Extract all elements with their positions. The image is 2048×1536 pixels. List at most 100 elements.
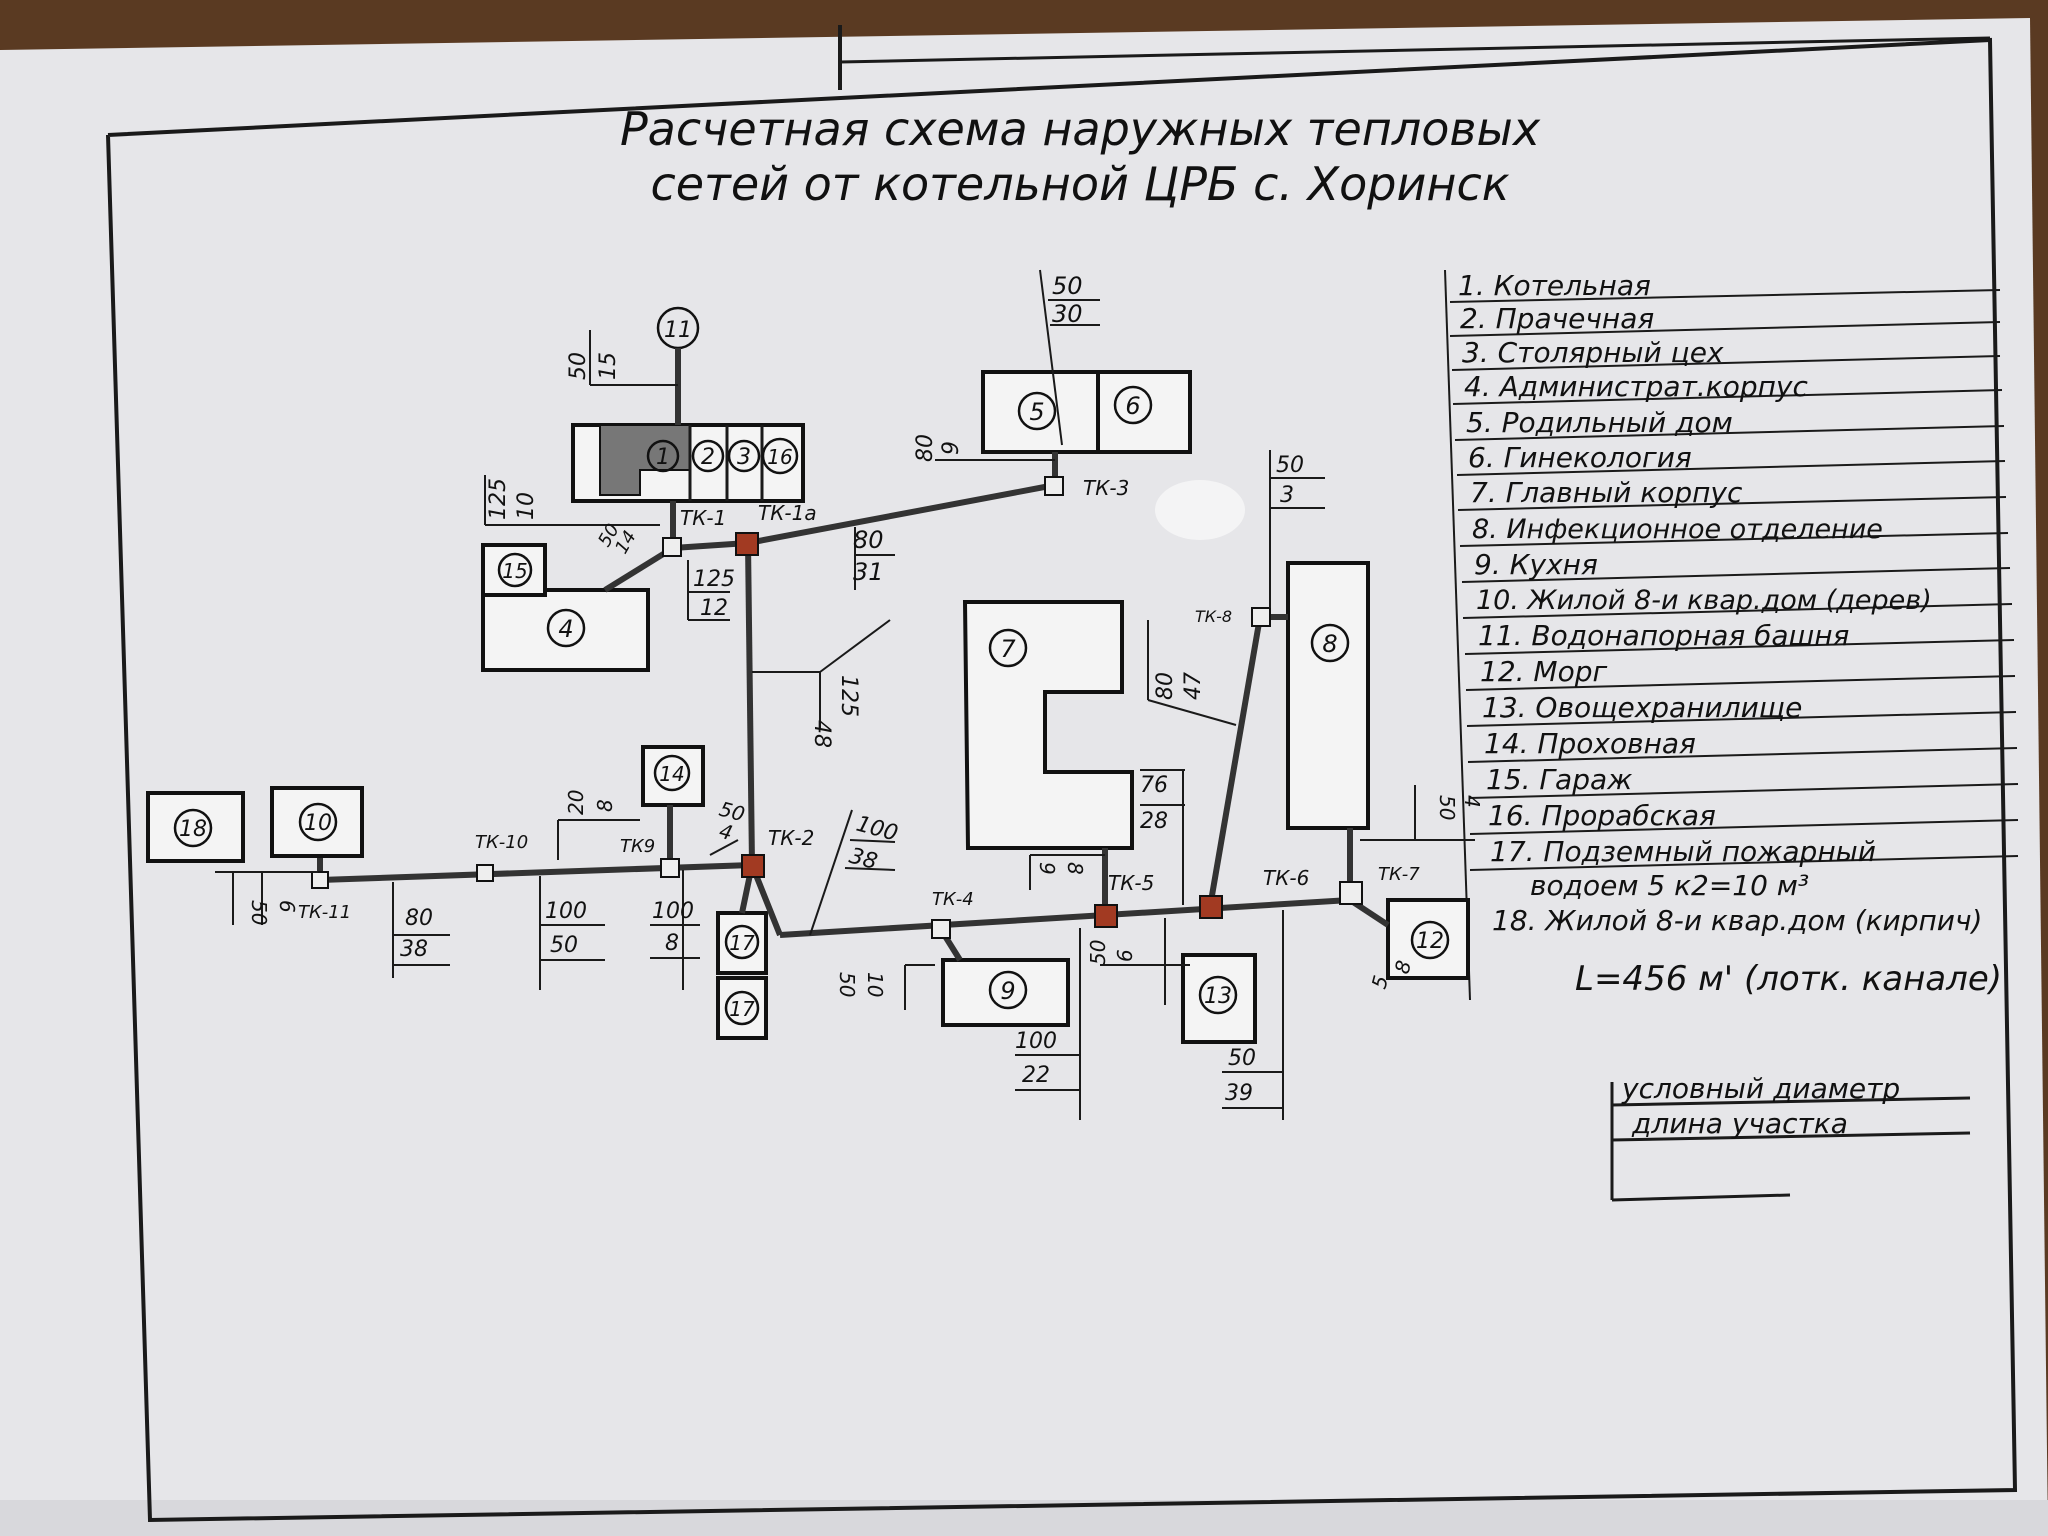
seg-56b-diameter: 50 xyxy=(1228,1046,1256,1071)
legend-item-4: 4. Администрат.корпус xyxy=(1464,370,1808,403)
seg-11-diameter: 50 xyxy=(566,352,591,380)
seg-56b-length: 39 xyxy=(1225,1081,1253,1106)
chamber-label-tk11: ТК-11 xyxy=(298,902,351,923)
label-b1: 1 xyxy=(656,445,670,470)
seg-5-diameter: 80 xyxy=(913,434,938,462)
seg-5-length: 9 xyxy=(939,441,964,455)
seg-92-length: 8 xyxy=(665,931,679,956)
label-b15: 15 xyxy=(502,559,527,583)
seg-8a-length: 3 xyxy=(1280,483,1294,508)
legend-item-18: 18. Жилой 8-и квар.дом (кирпич) xyxy=(1492,904,1982,937)
dimension-key: условный диаметр длина участка xyxy=(1610,1072,1971,1202)
label-b10: 10 xyxy=(304,811,332,836)
label-b14: 14 xyxy=(659,762,684,786)
chamber-tk6 xyxy=(1199,895,1223,919)
seg-910-length: 50 xyxy=(550,933,578,958)
chamber-label-tk10: ТК-10 xyxy=(475,832,528,853)
chamber-tk2 xyxy=(741,854,765,878)
chamber-label-tk1a: ТК-1а xyxy=(758,501,817,525)
chamber-tk1a xyxy=(735,532,759,556)
label-b18: 18 xyxy=(179,817,207,842)
legend-item-1: 1. Котельная xyxy=(1458,269,1651,302)
legend-item-5: 5. Родильный дом xyxy=(1466,406,1733,439)
chamber-tk11 xyxy=(311,871,329,889)
seg-14-length: 8 xyxy=(593,799,617,812)
legend-item-3: 3. Столярный цех xyxy=(1462,336,1724,369)
seg-14-diameter: 20 xyxy=(564,790,588,815)
label-b4: 4 xyxy=(558,615,573,643)
seg-1011-diameter: 80 xyxy=(405,906,433,931)
building-12 xyxy=(1386,898,1470,980)
legend-item-6: 6. Гинекология xyxy=(1468,441,1692,474)
chamber-label-tk4: ТК-4 xyxy=(932,889,974,910)
seg-56-length: 30 xyxy=(1052,300,1083,328)
chamber-tk10 xyxy=(476,864,494,882)
building-10 xyxy=(270,786,364,858)
key-diameter-label: условный диаметр xyxy=(1621,1072,1900,1105)
seg-4-diameter: 125 xyxy=(486,478,511,520)
chamber-tk7 xyxy=(1339,881,1363,905)
chamber-label-tk3: ТК-3 xyxy=(1083,476,1129,500)
chamber-tk8 xyxy=(1251,607,1271,627)
title-line-1: Расчетная схема наружных тепловых xyxy=(620,102,1541,156)
seg-1011-length: 38 xyxy=(400,937,428,962)
legend-item-13: 13. Овощехранилище xyxy=(1482,691,1802,724)
paper-edge xyxy=(0,1500,2048,1536)
label-b9: 9 xyxy=(1000,977,1015,1005)
building-18 xyxy=(146,791,245,863)
label-b2: 2 xyxy=(701,445,715,470)
legend-item-17: 17. Подземный пожарный xyxy=(1490,835,1876,868)
building-4 xyxy=(481,588,650,672)
paint-smudge xyxy=(1155,480,1245,540)
title-line-2: сетей от котельной ЦРБ с. Хоринск xyxy=(650,157,1509,211)
chamber-label-tk9: ТК9 xyxy=(620,836,655,857)
building-13 xyxy=(1181,953,1257,1044)
label-b3: 3 xyxy=(737,445,751,470)
legend-item-10: 10. Жилой 8-и квар.дом (дерев) xyxy=(1476,585,1932,616)
seg-7-length: 28 xyxy=(1140,809,1168,834)
chamber-label-tk6: ТК-6 xyxy=(1263,866,1309,890)
legend-item-14: 14. Проховная xyxy=(1484,727,1696,760)
building-8 xyxy=(1286,561,1370,830)
chamber-tk9 xyxy=(660,858,680,878)
legend-item-15: 15. Гараж xyxy=(1486,763,1632,796)
seg-4-length: 10 xyxy=(514,492,539,520)
seg-2-length: 125 xyxy=(836,675,861,717)
label-b17b: 17 xyxy=(729,997,755,1021)
chamber-label-tk1: ТК-1 xyxy=(680,506,726,530)
chamber-label-tk5: ТК-5 xyxy=(1108,871,1154,895)
label-b11: 11 xyxy=(664,318,692,343)
seg-910-diameter: 100 xyxy=(545,899,587,924)
seg-8-length: 47 xyxy=(1181,672,1206,700)
seg-9k-diameter: 50 xyxy=(835,972,859,997)
drawing-frame xyxy=(106,37,2018,1523)
label-b8: 8 xyxy=(1322,630,1337,658)
seg-92-diameter: 100 xyxy=(652,899,694,924)
seg-3-diameter: 80 xyxy=(853,526,884,554)
seg-2-diameter: 48 xyxy=(809,720,834,748)
segment-dimensions: 50 15 125 10 50 14 125 1 2 80 31 50 30 80… xyxy=(215,269,1484,1120)
legend-item-9: 9. Кухня xyxy=(1474,548,1598,581)
label-b5: 5 xyxy=(1029,398,1044,426)
seg-12-length: 8 xyxy=(1390,958,1416,977)
chamber-tk1 xyxy=(662,537,682,557)
legend-item-12: 12. Морг xyxy=(1480,655,1607,688)
seg-10-diameter: 50 xyxy=(247,900,271,925)
seg-17-length: 4 xyxy=(717,819,736,845)
building-9 xyxy=(941,958,1070,1027)
chamber-tk5 xyxy=(1094,904,1118,928)
label-b13: 13 xyxy=(1204,984,1232,1009)
seg-3-length: 31 xyxy=(853,558,884,586)
seg-56-diameter: 50 xyxy=(1052,272,1083,300)
seg-1a-diameter: 125 xyxy=(693,567,735,592)
seg-8a-diameter: 50 xyxy=(1276,453,1304,478)
label-b7: 7 xyxy=(1000,635,1016,663)
building-labels: 1 2 3 16 4 15 5 6 7 8 9 10 11 12 13 14 1… xyxy=(173,306,1450,1026)
seg-7b-diameter: 9 xyxy=(1035,862,1059,875)
seg-13-diameter: 50 xyxy=(1086,940,1110,965)
seg-7t-length: 4 xyxy=(1460,795,1484,808)
seg-13-length: 6 xyxy=(1113,949,1137,962)
legend-item-2: 2. Прачечная xyxy=(1460,302,1654,335)
label-b16: 16 xyxy=(767,445,792,469)
